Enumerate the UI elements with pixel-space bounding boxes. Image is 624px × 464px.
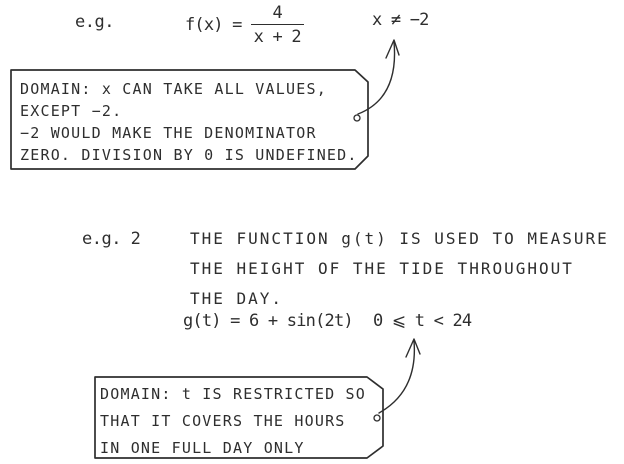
arrowhead-icon-2 [405,338,421,358]
fraction-bar [250,24,304,25]
function-lhs: f(x) = [185,15,242,35]
fraction-numerator: 4 [272,3,282,23]
description-line: THE FUNCTION g(t) IS USED TO MEASURE [190,229,609,248]
fraction: 4 x + 2 [250,3,304,47]
note-line: EXCEPT −2. [20,102,123,120]
note-line: IN ONE FULL DAY ONLY [100,439,305,457]
example2-domain-constraint: 0 ⩽ t < 24 [373,311,472,331]
note-line: ZERO. DIVISION BY 0 IS UNDEFINED. [20,146,358,164]
note-line: THAT IT COVERS THE HOURS [100,412,346,430]
arrowhead-icon-1 [385,39,400,59]
example2-function-formula: g(t) = 6 + sin(2t) [183,311,354,331]
note-line: DOMAIN: x CAN TAKE ALL VALUES, [20,80,327,98]
example1-function-formula: f(x) = 4 x + 2 [185,3,304,47]
arrow-curve-2 [378,340,416,414]
description-line: THE HEIGHT OF THE TIDE THROUGHOUT [190,259,574,278]
fraction-denominator: x + 2 [253,27,302,47]
description-line: THE DAY. [190,289,284,308]
example1-domain-note: DOMAIN: x CAN TAKE ALL VALUES, EXCEPT −2… [20,78,358,166]
arrow-curve-1 [357,41,396,115]
tag-hole-icon-2 [373,414,381,422]
note-line: −2 WOULD MAKE THE DENOMINATOR [20,124,317,142]
note-line: DOMAIN: t IS RESTRICTED SO [100,385,366,403]
example2-label: e.g. 2 [82,229,141,249]
example1-label: e.g. [75,12,114,32]
example2-description: THE FUNCTION g(t) IS USED TO MEASURE THE… [190,224,609,314]
example2-domain-note: DOMAIN: t IS RESTRICTED SO THAT IT COVER… [100,381,366,462]
example1-domain-constraint: x ≠ −2 [372,10,429,30]
